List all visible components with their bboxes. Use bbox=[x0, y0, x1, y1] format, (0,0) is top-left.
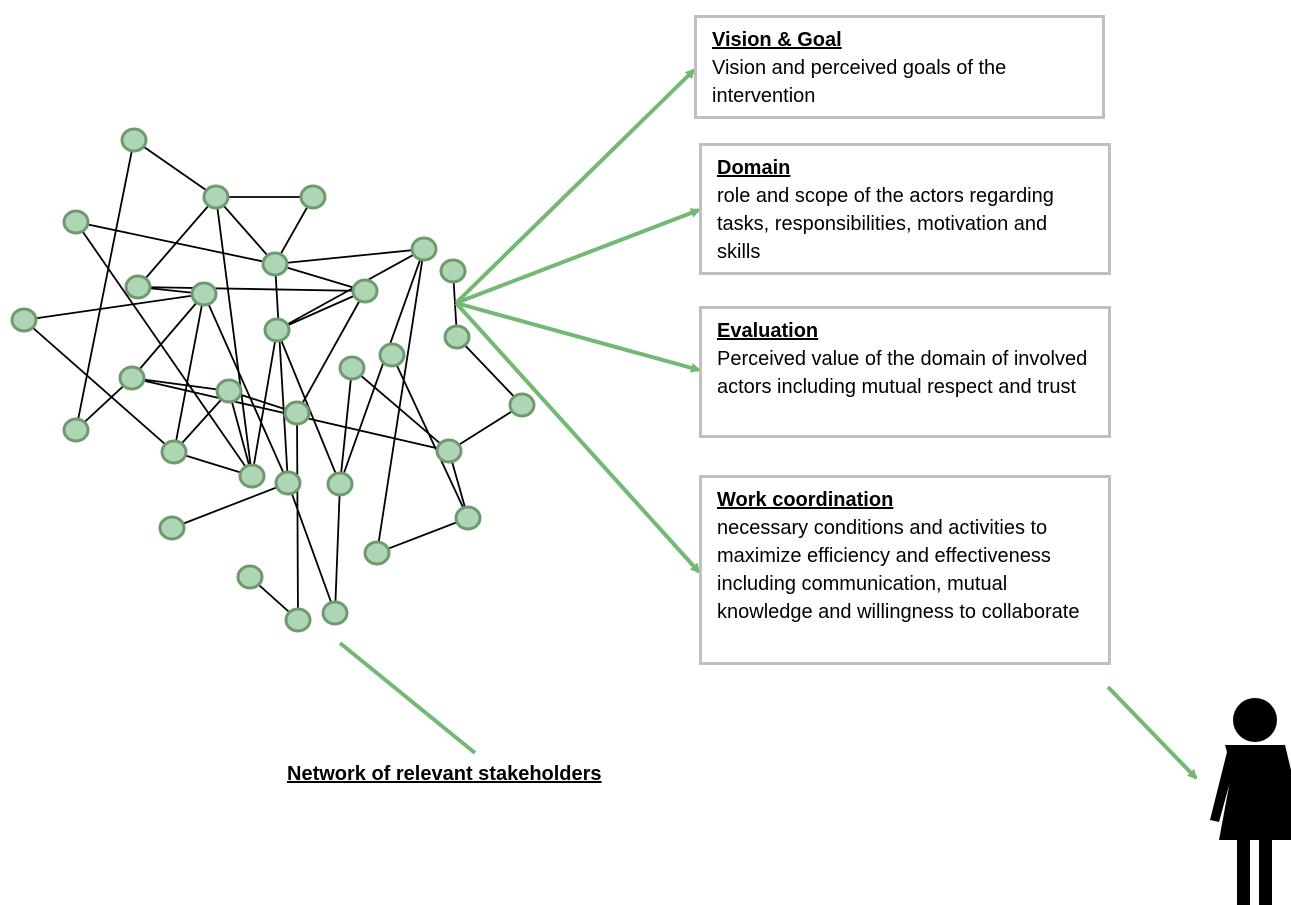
network-edge bbox=[251, 329, 278, 477]
network-edge bbox=[23, 293, 205, 321]
network-edge bbox=[274, 248, 425, 265]
network-edge bbox=[137, 196, 217, 288]
box-title: Evaluation bbox=[717, 320, 819, 342]
connector-arrow bbox=[454, 68, 696, 305]
box-text: role and scope of the actors regarding t… bbox=[717, 185, 1054, 263]
network-edge bbox=[215, 196, 253, 477]
network-edge bbox=[23, 319, 175, 453]
stakeholder-node bbox=[351, 278, 379, 304]
stakeholder-node bbox=[202, 184, 230, 210]
network-edge bbox=[137, 286, 366, 292]
network-caption: Network of relevant stakeholders bbox=[287, 763, 602, 785]
network-edge bbox=[131, 377, 230, 392]
network-edge bbox=[274, 263, 366, 292]
box-title: Domain bbox=[717, 157, 791, 179]
work-coordination-box: Work coordination necessary conditions a… bbox=[699, 475, 1111, 665]
stakeholder-node bbox=[363, 540, 391, 566]
connector-arrow bbox=[455, 301, 701, 373]
network-edge bbox=[173, 451, 253, 477]
network-edge bbox=[203, 293, 289, 484]
stakeholder-node bbox=[284, 607, 312, 633]
network-edge bbox=[376, 517, 469, 554]
stakeholder-node bbox=[338, 355, 366, 381]
network-edge bbox=[75, 221, 276, 265]
network-edge bbox=[75, 221, 253, 477]
network-edge bbox=[287, 482, 336, 614]
stakeholder-node bbox=[10, 307, 38, 333]
network-edge bbox=[274, 263, 289, 484]
network-edge bbox=[448, 404, 523, 452]
box-text: Perceived value of the domain of involve… bbox=[717, 348, 1088, 398]
stakeholder-node bbox=[160, 439, 188, 465]
network-edge bbox=[173, 293, 205, 453]
connector-arrow bbox=[455, 208, 701, 305]
network-edge bbox=[351, 367, 450, 452]
network-edge bbox=[228, 390, 253, 477]
box-text: necessary conditions and activities to m… bbox=[717, 517, 1080, 623]
stakeholder-node bbox=[62, 417, 90, 443]
network-edge bbox=[391, 354, 469, 519]
network-nodes bbox=[10, 127, 536, 633]
network-edge bbox=[296, 290, 366, 414]
stakeholder-node bbox=[238, 463, 266, 489]
evaluation-box: Evaluation Perceived value of the domain… bbox=[699, 306, 1111, 438]
network-edge bbox=[131, 293, 205, 379]
network-edge bbox=[274, 196, 314, 265]
stakeholder-node bbox=[321, 600, 349, 626]
network-edge bbox=[133, 139, 217, 198]
stakeholder-node bbox=[508, 392, 536, 418]
box-title: Work coordination bbox=[717, 489, 894, 511]
box-title: Vision & Goal bbox=[712, 29, 842, 51]
connector-arrows bbox=[338, 68, 1198, 780]
stakeholder-node bbox=[62, 209, 90, 235]
stakeholder-node bbox=[410, 236, 438, 262]
stakeholder-node bbox=[263, 317, 291, 343]
network-edge bbox=[456, 336, 523, 406]
stakeholder-node bbox=[236, 564, 264, 590]
stakeholder-node bbox=[439, 258, 467, 284]
stakeholder-node bbox=[283, 400, 311, 426]
network-edge bbox=[296, 412, 299, 621]
stakeholder-node bbox=[190, 281, 218, 307]
person-icon bbox=[1210, 698, 1291, 905]
stakeholder-node bbox=[124, 274, 152, 300]
network-edge bbox=[339, 248, 425, 485]
network-edge bbox=[173, 390, 230, 453]
vision-goal-box: Vision & Goal Vision and perceived goals… bbox=[694, 15, 1105, 119]
network-edge bbox=[215, 196, 276, 265]
stakeholder-node bbox=[120, 127, 148, 153]
stakeholder-node bbox=[443, 324, 471, 350]
network-edge bbox=[339, 367, 353, 485]
stakeholder-node bbox=[378, 342, 406, 368]
connector-arrow bbox=[1106, 685, 1198, 780]
network-edges bbox=[23, 139, 523, 621]
network-edge bbox=[171, 482, 289, 529]
network-edge bbox=[276, 248, 425, 331]
connector-arrow bbox=[454, 301, 701, 574]
box-text: Vision and perceived goals of the interv… bbox=[712, 57, 1007, 107]
network-edge bbox=[334, 483, 341, 614]
stakeholder-node bbox=[299, 184, 327, 210]
stakeholder-node bbox=[274, 470, 302, 496]
network-edge bbox=[376, 248, 425, 554]
stakeholder-node bbox=[215, 378, 243, 404]
stakeholder-node bbox=[435, 438, 463, 464]
stakeholder-node bbox=[158, 515, 186, 541]
stakeholder-node bbox=[454, 505, 482, 531]
network-edge bbox=[75, 139, 135, 431]
stakeholder-node bbox=[118, 365, 146, 391]
stakeholder-node bbox=[326, 471, 354, 497]
domain-box: Domain role and scope of the actors rega… bbox=[699, 143, 1111, 275]
connector-arrow bbox=[338, 641, 477, 755]
network-edge bbox=[276, 290, 366, 331]
stakeholder-node bbox=[261, 251, 289, 277]
